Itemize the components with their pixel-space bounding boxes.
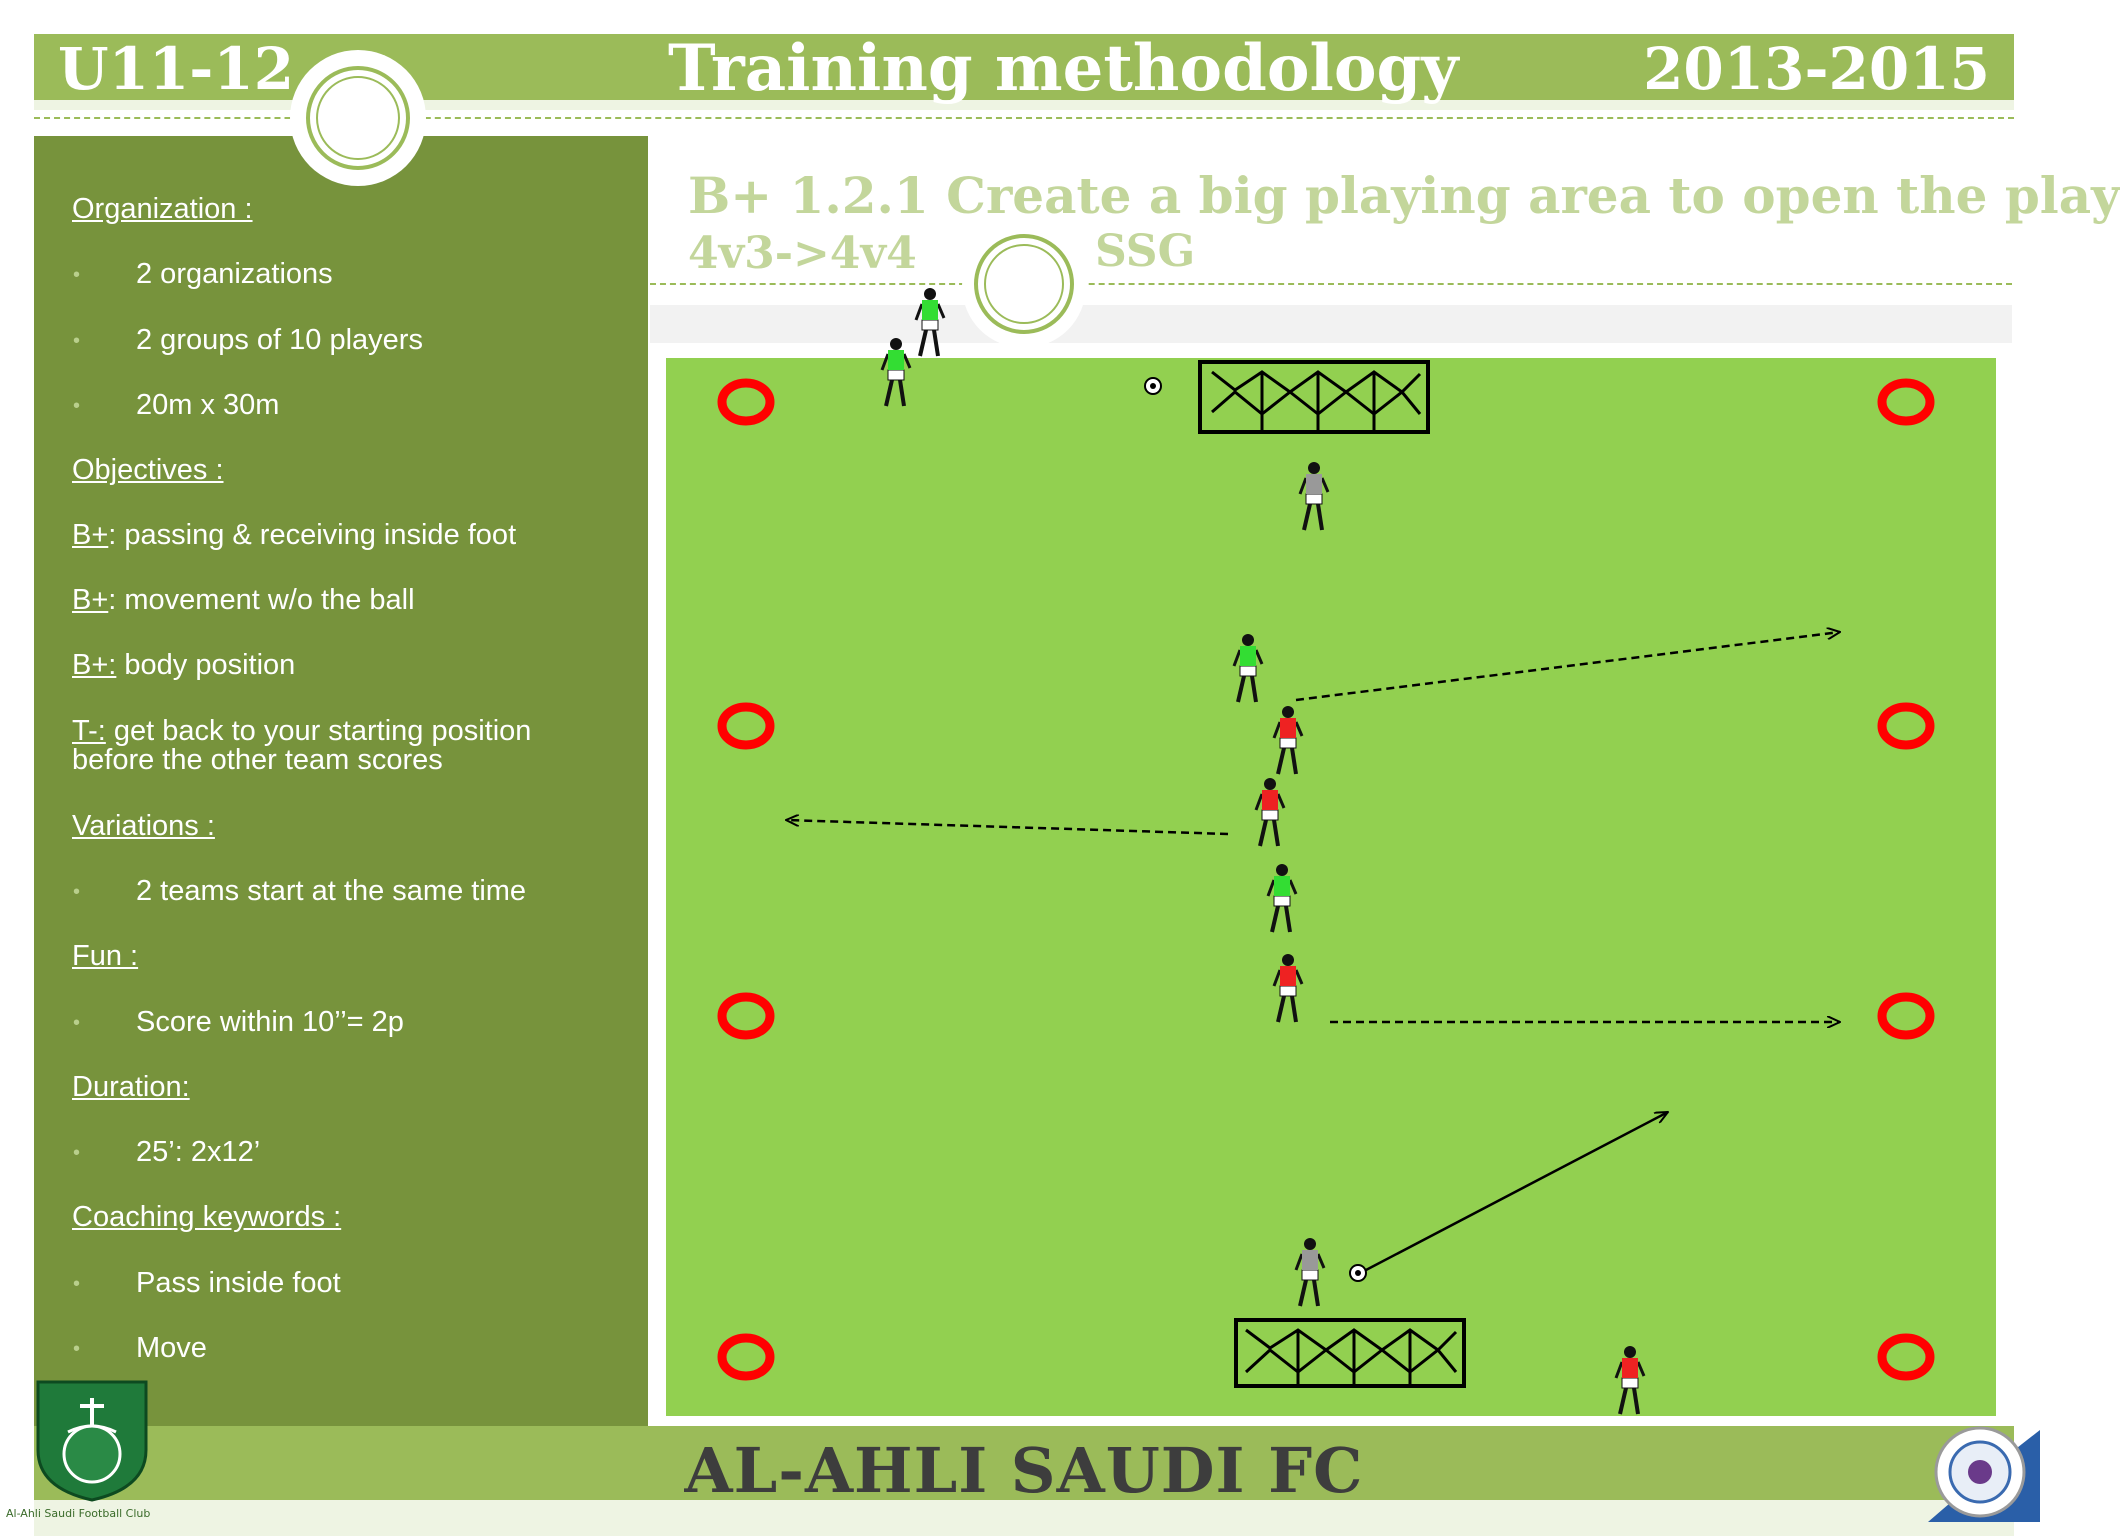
objective-prefix: B+: [72, 649, 117, 681]
player-green-icon [880, 336, 912, 408]
cone-marker [1877, 378, 1935, 426]
header-divider [34, 117, 2014, 119]
player-green-icon [914, 286, 946, 358]
goalkeeper-icon [1294, 1236, 1326, 1308]
bullet-icon: • [73, 881, 81, 903]
top-goal [1198, 360, 1430, 434]
ball-icon [1144, 377, 1162, 395]
cone-marker [717, 378, 775, 426]
duration-item: 25’: 2x12’ [136, 1136, 261, 1168]
variations-heading: Variations : [72, 810, 215, 842]
club-crest-icon [36, 1380, 148, 1502]
objective-prefix: B+ [72, 584, 109, 616]
bottom-goal [1234, 1318, 1466, 1388]
keyword-item: Pass inside foot [136, 1267, 341, 1299]
keyword-item: Move [136, 1332, 207, 1364]
player-green-icon [1266, 862, 1298, 934]
fun-heading: Fun : [72, 940, 139, 972]
objective-prefix: T-: [72, 715, 106, 747]
cone-marker [717, 702, 775, 750]
cone-marker [717, 992, 775, 1040]
training-field [666, 358, 1996, 1416]
bullet-icon: • [73, 1142, 81, 1164]
player-green-icon [1232, 632, 1264, 704]
objective-item: B+: body position [72, 648, 295, 682]
organization-item: 2 organizations [136, 258, 333, 290]
bullet-icon: • [73, 264, 81, 286]
cone-marker [717, 1333, 775, 1381]
bullet-icon: • [73, 1273, 81, 1295]
fun-item: Score within 10’’= 2p [136, 1006, 404, 1038]
bullet-icon: • [73, 1338, 81, 1360]
cone-marker [1877, 702, 1935, 750]
page-title: Training methodology [668, 31, 1459, 106]
objective-text: body position [116, 649, 296, 681]
exercise-type: SSG [1095, 226, 1196, 277]
objective-prefix: B+ [72, 519, 109, 551]
exercise-title: B+ 1.2.1 Create a big playing area to op… [688, 166, 2120, 225]
age-group: U11-12 [58, 35, 295, 103]
cone-marker [1877, 992, 1935, 1040]
objective-item: B+: passing & receiving inside foot [72, 518, 516, 552]
objective-text: : movement w/o the ball [108, 584, 415, 616]
crest-caption: Al-Ahli Saudi Football Club [6, 1507, 151, 1520]
bullet-icon: • [73, 1012, 81, 1034]
keywords-heading: Coaching keywords : [72, 1201, 342, 1233]
objective-text: get back to your starting position [105, 715, 532, 747]
footer-band-light [34, 1500, 2014, 1536]
bullet-icon: • [73, 395, 81, 417]
title-divider [650, 283, 2012, 285]
pass-arrow [1295, 632, 1840, 702]
objectives-heading: Objectives : [72, 454, 224, 486]
title-band [650, 305, 2012, 343]
ball-icon [1349, 1264, 1367, 1282]
goalkeeper-icon [1298, 460, 1330, 532]
organization-item: 20m x 30m [136, 389, 280, 421]
player-red-icon [1272, 952, 1304, 1024]
pass-arrows [786, 632, 1840, 1272]
pass-arrow [786, 820, 1229, 836]
player-red-icon [1254, 776, 1286, 848]
season: 2013-2015 [1643, 35, 1990, 103]
bullet-icon: • [73, 330, 81, 352]
player-red-icon [1272, 704, 1304, 776]
variation-item: 2 teams start at the same time [136, 875, 527, 907]
player-red-icon [1614, 1344, 1646, 1416]
exercise-format: 4v3->4v4 [688, 228, 917, 279]
organization-heading: Organization : [72, 193, 253, 225]
ring-inner [974, 234, 1074, 334]
objective-item: B+: movement w/o the ball [72, 583, 415, 617]
objective-item: T-: get back to your starting position [72, 714, 531, 748]
club-name: AL-AHLI SAUDI FC [684, 1434, 1364, 1507]
footer-band [34, 1426, 2014, 1500]
cone-markers [717, 378, 1935, 1381]
ring-inner-2 [316, 76, 400, 160]
organization-item: 2 groups of 10 players [136, 324, 423, 356]
academy-badge-icon [1928, 1426, 2040, 1522]
ring-inner-2 [984, 244, 1064, 324]
objective-text: : passing & receiving inside foot [108, 519, 517, 551]
cone-marker [1877, 1333, 1935, 1381]
left-panel [34, 136, 648, 1426]
pass-arrow [1365, 1110, 1668, 1272]
field-diagram [717, 286, 1935, 1416]
ring-inner [306, 66, 410, 170]
duration-heading: Duration: [72, 1071, 190, 1103]
header-shadow [34, 100, 2014, 110]
objective-text-line2: before the other team scores [72, 744, 443, 776]
